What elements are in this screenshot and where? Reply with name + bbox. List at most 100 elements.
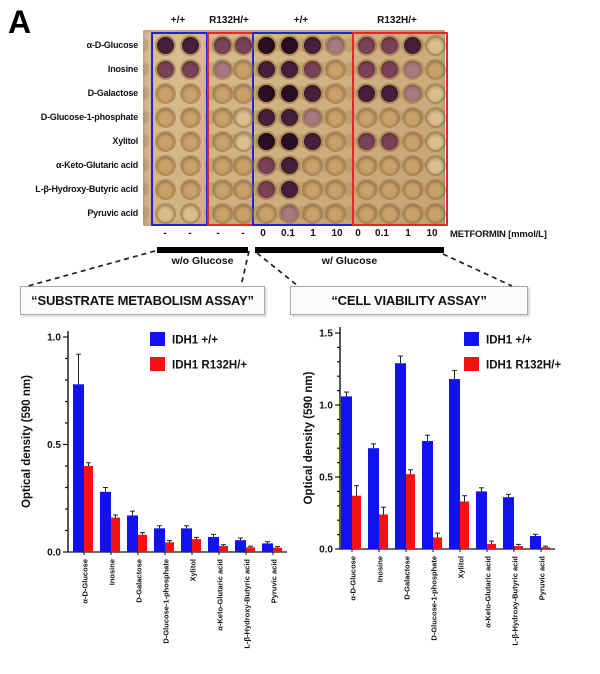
well-r5-c12	[426, 132, 444, 150]
metformin-value-12: 10	[426, 228, 438, 239]
well-r1-c11	[403, 36, 421, 54]
well-r1-c9	[357, 36, 375, 54]
row-label-6: α-Keto-Glutaric acid	[55, 160, 138, 170]
well-r2-c6	[280, 60, 298, 78]
well-r8-c6	[280, 204, 298, 222]
well-r5-c8	[326, 132, 344, 150]
well-r6-c9	[357, 156, 375, 174]
without-glucose-label: w/o Glucose	[171, 255, 234, 267]
well-r4-c4	[234, 108, 252, 126]
genotype-header-1: +/+	[170, 15, 186, 26]
legend-swatch-IDH1 R132H/+	[464, 357, 479, 371]
well-r7-c10	[380, 180, 398, 198]
well-r7-c11	[403, 180, 421, 198]
y-tick-label: 0.0	[319, 545, 333, 556]
bar-red-3	[406, 474, 415, 549]
bar-blue-6	[476, 491, 487, 549]
well-r4-c6	[280, 108, 298, 126]
metformin-axis-label: METFORMIN [mmol/L]	[450, 229, 547, 240]
y-tick-label: 0.5	[319, 473, 333, 484]
well-r5-c9	[357, 132, 375, 150]
well-plate-photo	[143, 30, 448, 226]
well-r7-c7	[303, 180, 321, 198]
row-label-1: α-D-Glucose	[86, 40, 139, 50]
panel-label: A	[8, 4, 32, 40]
x-category-label: Xylitol	[189, 559, 198, 582]
well-r3-c9	[357, 84, 375, 102]
genotype-box-red-3	[352, 32, 448, 226]
well-r1-c6	[280, 36, 298, 54]
well-r3-c8	[326, 84, 344, 102]
bar-blue-4	[154, 528, 165, 552]
well-r3-c2	[181, 84, 199, 102]
well-r6-c11	[403, 156, 421, 174]
bar-red-6	[219, 545, 228, 552]
bar-red-3	[138, 534, 147, 552]
well-r5-c11	[403, 132, 421, 150]
x-category-label: α-Keto-Glutaric acid	[216, 559, 225, 631]
row-label-7: L-β-Hydroxy-Butyric acid	[35, 184, 138, 194]
well-r2-c12	[426, 60, 444, 78]
y-tick-label: 0.5	[47, 440, 61, 451]
genotype-header-3: +/+	[293, 15, 309, 26]
well-r8-c2	[181, 204, 199, 222]
well-r4-c9	[357, 108, 375, 126]
well-r6-c8	[326, 156, 344, 174]
bar-blue-3	[395, 363, 406, 549]
well-r2-c8	[326, 60, 344, 78]
well-r1-c4	[234, 36, 252, 54]
x-category-label: α-Keto-Glutaric acid	[484, 556, 493, 628]
bar-blue-5	[181, 528, 192, 552]
with-glucose-label: w/ Glucose	[321, 255, 378, 267]
well-r7-c8	[326, 180, 344, 198]
well-r6-c1	[156, 156, 174, 174]
without-glucose-bar	[157, 247, 248, 253]
well-r6-c12	[426, 156, 444, 174]
well-r4-c12	[426, 108, 444, 126]
y-tick-label: 1.0	[319, 401, 333, 412]
well-r3-c11	[403, 84, 421, 102]
well-r1-c10	[380, 36, 398, 54]
well-r1-c1	[156, 36, 174, 54]
well-r5-c4	[234, 132, 252, 150]
x-category-label: D-Galactose	[135, 559, 144, 603]
well-r3-c10	[380, 84, 398, 102]
legend-swatch-IDH1 R132H/+	[150, 357, 165, 371]
well-r3-c12	[426, 84, 444, 102]
x-category-label: α-D-Glucose	[349, 556, 358, 601]
well-r6-c3	[213, 156, 231, 174]
well-r4-c2	[181, 108, 199, 126]
legend-label: IDH1 R132H/+	[172, 360, 247, 372]
cell-viability-assay-label: “CELL VIABILITY ASSAY”	[290, 286, 528, 315]
x-category-label: α-D-Glucose	[81, 559, 90, 604]
bar-red-1	[352, 495, 361, 549]
well-r2-c7	[303, 60, 321, 78]
well-r5-c6	[280, 132, 298, 150]
well-r4-c1	[156, 108, 174, 126]
well-r1-c3	[213, 36, 231, 54]
row-label-2: Inosine	[107, 64, 138, 74]
well-r2-c11	[403, 60, 421, 78]
connector-line-4	[442, 253, 513, 287]
x-category-label: Inosine	[376, 556, 385, 582]
well-r1-c7	[303, 36, 321, 54]
bar-red-5	[460, 501, 469, 549]
row-label-5: Xylitol	[112, 136, 138, 146]
metformin-value-11: 1	[405, 228, 411, 239]
well-r8-c4	[234, 204, 252, 222]
bar-red-8	[541, 547, 550, 549]
well-r2-c10	[380, 60, 398, 78]
x-category-label: Pyruvic acid	[270, 559, 279, 604]
bar-blue-1	[341, 396, 352, 549]
well-r6-c10	[380, 156, 398, 174]
well-r4-c3	[213, 108, 231, 126]
well-r8-c12	[426, 204, 444, 222]
metformin-value-10: 0.1	[375, 228, 389, 239]
bar-blue-1	[73, 384, 84, 552]
row-label-8: Pyruvic acid	[87, 208, 138, 218]
y-tick-label: 1.0	[47, 333, 61, 344]
x-category-label: D-Glucose-1-phosphate	[430, 556, 439, 641]
bar-blue-3	[127, 515, 138, 552]
well-r2-c3	[213, 60, 231, 78]
